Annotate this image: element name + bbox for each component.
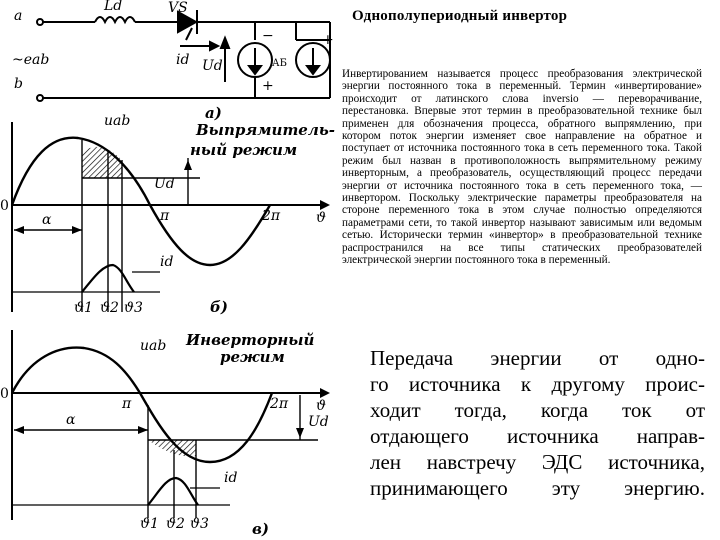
label-ud-b: Ud	[154, 176, 175, 192]
label-zero-c: 0	[0, 386, 9, 402]
label-alpha-c: α	[66, 412, 76, 428]
label-plus: +	[322, 32, 334, 48]
key-statement-line: отдающего источника направ-	[370, 424, 705, 448]
mode-line1-b: Выпрямитель-	[195, 121, 335, 139]
label-t3-c: ϑ3	[190, 516, 209, 532]
label-ld: Ld	[103, 0, 122, 14]
label-theta-b: ϑ	[316, 210, 326, 226]
label-t2-c: ϑ2	[166, 516, 185, 532]
label-theta-c: ϑ	[316, 398, 326, 414]
label-pi-c: π	[121, 396, 132, 412]
label-minus: −	[262, 28, 274, 44]
label-b: b	[14, 76, 23, 92]
key-statement: Передача энергии от одно- го источника к…	[370, 345, 705, 501]
label-id-c: id	[224, 470, 237, 486]
battery-source-symbol	[295, 42, 331, 78]
label-vs: VS	[168, 0, 188, 16]
circuit-diagram	[36, 10, 331, 102]
label-2pi-c: 2π	[269, 396, 289, 412]
label-t1-b: ϑ1	[74, 300, 93, 316]
label-id-b: id	[160, 254, 173, 270]
label-uab-b: uab	[104, 113, 130, 129]
terminal-b	[36, 94, 44, 102]
key-statement-line: Передача энергии от одно-	[370, 346, 705, 370]
label-plus-2: +	[262, 78, 274, 94]
caption-c: в)	[252, 520, 269, 538]
label-ud-c: Ud	[308, 414, 329, 430]
mode-line1-c: Инверторный	[185, 331, 315, 349]
label-ab: АБ	[272, 58, 287, 69]
graph-inverter: Инверторный режим uab Ud 0 α π 2π ϑ id ϑ…	[0, 330, 330, 538]
caption-a: a)	[205, 104, 222, 122]
current-pulse-b	[81, 263, 135, 293]
mode-line2-b: ный режим	[190, 141, 297, 159]
definition-paragraph: Инвертированием называется процесс преоб…	[342, 68, 702, 267]
label-t1-c: ϑ1	[140, 516, 159, 532]
hatched-area-b	[82, 146, 122, 178]
caption-b: б)	[210, 298, 228, 316]
label-eab: ~eab	[12, 52, 49, 68]
page-title: Однополупериодный инвертор	[352, 8, 568, 24]
label-2pi-b: 2π	[261, 208, 281, 224]
key-statement-line: го источника к другому проис-	[370, 372, 705, 396]
label-uab-c: uab	[140, 338, 166, 354]
label-zero-b: 0	[0, 198, 9, 214]
label-t2-b: ϑ2	[100, 300, 119, 316]
inductor-symbol	[94, 16, 136, 25]
label-t3-b: ϑ3	[124, 300, 143, 316]
waveform-uab-c	[10, 346, 274, 464]
mode-line2-c: режим	[220, 348, 285, 366]
label-pi-b: π	[159, 208, 170, 224]
current-pulse-c	[147, 476, 199, 506]
label-alpha-b: α	[42, 212, 52, 228]
key-statement-line: принимающего эту энергию.	[370, 476, 705, 500]
label-ud: Ud	[202, 58, 223, 74]
key-statement-line: лен навстречу ЭДС источника,	[370, 450, 705, 474]
circuit-labels: a b Ld VS ~eab id Ud АБ − + + a)	[12, 0, 334, 122]
graph-rectifier: Выпрямитель- ный режим uab Ud 0 α π 2π ϑ…	[0, 113, 335, 316]
waveform-uab-b	[10, 136, 272, 267]
label-a: a	[14, 8, 22, 24]
label-id: id	[176, 52, 189, 68]
key-statement-line: ходит тогда, когда ток от	[370, 398, 705, 422]
terminal-a	[36, 18, 44, 26]
thyristor-symbol	[177, 10, 199, 41]
